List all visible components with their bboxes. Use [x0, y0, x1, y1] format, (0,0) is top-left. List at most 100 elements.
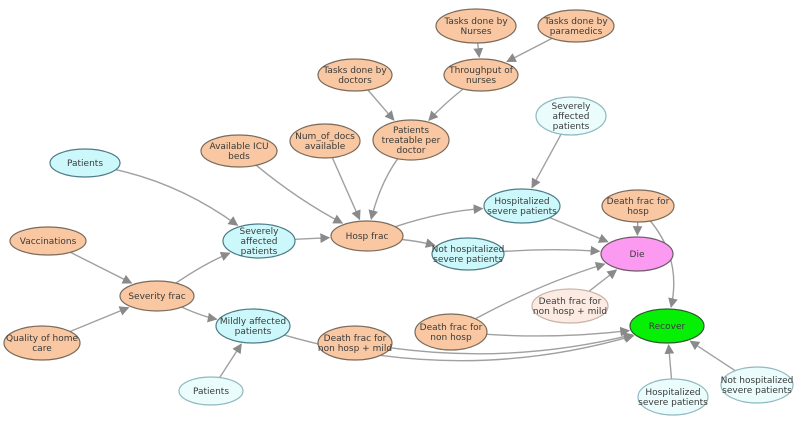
node-label: Hospitalized — [645, 388, 700, 398]
edge-patients-bottom-to-mildly — [219, 343, 242, 378]
node-label: Death frac for — [420, 323, 483, 333]
node-label: Hosp frac — [346, 232, 389, 242]
node-label: non hosp — [430, 333, 472, 343]
node-shape — [431, 237, 505, 271]
node-shape — [483, 188, 561, 224]
node-label: doctors — [338, 76, 372, 86]
edge-severity-frac-to-severely-mid — [175, 251, 231, 284]
edge-not-hospitalized-to-die — [503, 245, 601, 256]
edge-severity-frac-to-mildly — [181, 306, 218, 323]
edge-severely-top-to-hospitalized — [531, 133, 562, 189]
edge-patients-per-doctor-to-hosp-frac — [368, 158, 399, 221]
node-recover[interactable]: Recover — [629, 308, 705, 344]
node-shape — [372, 119, 450, 161]
node-label: care — [32, 344, 52, 354]
edge-throughput-nurses-to-patients-per-doctor — [428, 88, 464, 122]
node-label: Severity frac — [128, 292, 185, 302]
edge-severely-mid-to-hosp-frac — [294, 233, 331, 244]
node-shape — [330, 220, 404, 252]
node-shape — [414, 313, 488, 351]
edges-layer — [69, 37, 736, 380]
node-label: Nurses — [460, 27, 491, 37]
node-label: patients — [553, 122, 590, 132]
node-label: Die — [630, 250, 645, 260]
node-label: Vaccinations — [20, 237, 77, 247]
node-label: beds — [228, 152, 250, 162]
node-label: doctor — [397, 146, 426, 156]
edge-vaccinations-to-severity-frac — [70, 251, 133, 284]
node-label: Death frac for — [324, 334, 387, 344]
node-patients-bottom[interactable]: Patients — [178, 376, 244, 406]
node-label: severe patients — [638, 398, 708, 408]
node-label: Severely — [240, 227, 280, 237]
node-label: non hosp + mild — [318, 344, 392, 354]
edge-hosp-frac-to-not-hospitalized — [401, 238, 436, 248]
node-shape — [535, 96, 607, 136]
edge-death-nonhosp-to-die — [475, 261, 606, 320]
node-label: Not hospitalized — [721, 376, 794, 386]
node-patients-top[interactable]: Patients — [49, 148, 121, 178]
node-label: Throughput of — [448, 66, 514, 76]
node-label: severe patients — [487, 207, 557, 217]
node-shape — [9, 226, 87, 256]
node-shape — [317, 58, 393, 92]
node-label: Tasks done by — [443, 17, 508, 27]
node-shape — [637, 378, 709, 416]
edge-icu-beds-to-hosp-frac — [255, 164, 344, 224]
node-label: Available ICU — [209, 142, 268, 152]
edge-hosp-frac-to-hospitalized — [395, 204, 484, 228]
node-label: patients — [241, 247, 278, 257]
node-shape — [531, 288, 609, 324]
edge-death-nonhosp-to-recover — [486, 326, 631, 337]
edge-hospitalized-bottom-to-recover — [664, 344, 675, 380]
node-shape — [289, 123, 361, 159]
node-shape — [600, 236, 674, 272]
node-hosp-frac[interactable]: Hosp frac — [330, 220, 404, 252]
node-shape — [3, 325, 81, 361]
node-shape — [435, 8, 517, 44]
node-label: available — [305, 142, 346, 152]
node-shape — [629, 308, 705, 344]
node-label: Not hospitalized — [432, 245, 505, 255]
node-severity-frac[interactable]: Severity frac — [119, 280, 195, 312]
node-label: non hosp + mild — [533, 307, 607, 317]
edge-death-nonhosp-mild-ghost-to-die — [588, 269, 618, 292]
node-label: patients — [235, 327, 272, 337]
node-vaccinations[interactable]: Vaccinations — [9, 226, 87, 256]
node-shape — [317, 325, 393, 361]
node-label: Hospitalized — [494, 197, 549, 207]
node-label: Death frac for — [607, 197, 670, 207]
node-label: nurses — [466, 76, 496, 86]
node-shape — [222, 223, 296, 259]
edge-hospitalized-to-die — [549, 216, 609, 243]
node-label: Severely — [552, 102, 592, 112]
node-label: Mildly affected — [220, 317, 286, 327]
node-die[interactable]: Die — [600, 236, 674, 272]
edge-tasks-doctors-to-patients-per-doctor — [367, 89, 395, 121]
edge-patients-top-to-severely-mid — [115, 169, 239, 226]
node-shape — [537, 9, 615, 43]
node-label: hosp — [627, 207, 649, 217]
edge-death-nonhosp-mild-to-recover — [390, 332, 634, 355]
